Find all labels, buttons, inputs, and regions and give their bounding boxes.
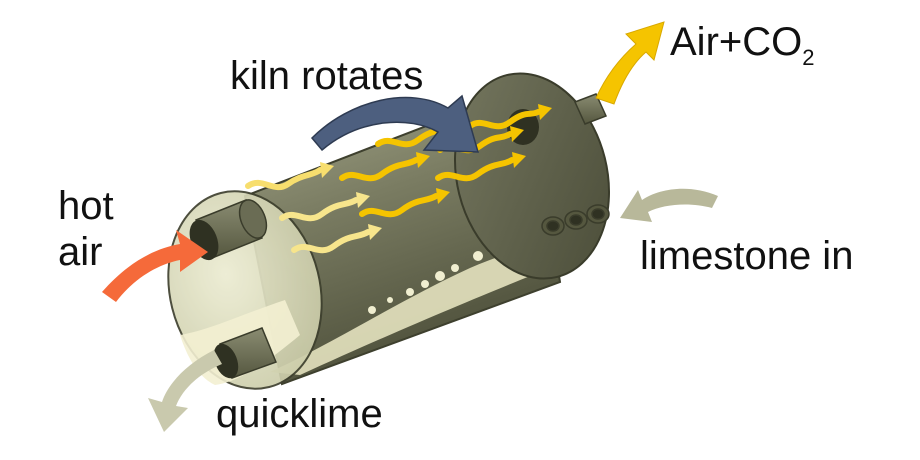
limestone-in-label: limestone in — [640, 234, 854, 278]
hot-air-label-line1: hot — [58, 184, 114, 228]
hot-gas-arrowheads — [320, 104, 552, 240]
air-co2-label: Air+CO2 — [670, 20, 815, 69]
co2-subscript: 2 — [802, 45, 815, 70]
air-co2-main: Air+CO — [670, 20, 803, 64]
exhaust-arrow — [595, 21, 665, 105]
quicklime-outlet-pipe — [213, 327, 277, 379]
exhaust-pipe — [573, 93, 608, 125]
hot-air-label-line2: air — [58, 230, 103, 274]
kiln-rotates-label: kiln rotates — [230, 54, 424, 98]
quicklime-label: quicklime — [216, 392, 383, 436]
limestone-inlet — [541, 204, 610, 236]
quicklime-out-arrow — [148, 350, 222, 432]
limestone-in-arrow — [620, 188, 718, 222]
hot-air-arrow — [102, 230, 208, 302]
material-bed — [270, 238, 565, 375]
rotation-arrow — [310, 94, 480, 153]
